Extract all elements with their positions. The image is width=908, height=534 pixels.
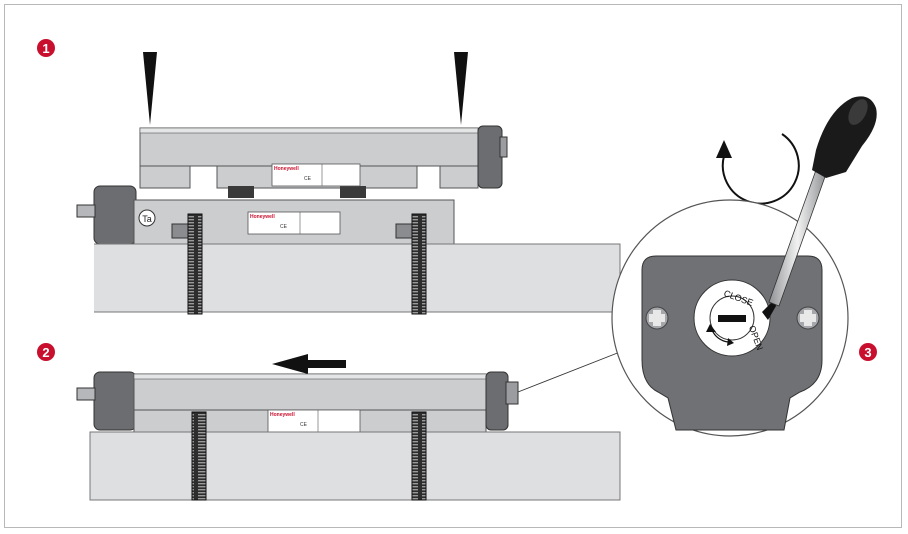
upper-brand-label: Honeywell (274, 166, 299, 172)
step-1-badge: 1 (37, 39, 55, 57)
lower-nameplate: Honeywell CE (247, 211, 341, 235)
slid-transducer: Honeywell CE (76, 371, 519, 433)
left-screw-icon (645, 306, 669, 330)
step-3-number: 3 (864, 345, 871, 360)
lower-brand-label: Honeywell (250, 214, 275, 220)
press-down-arrow-left (143, 52, 157, 125)
slid-ce-mark: CE (300, 422, 308, 428)
strap-left-step-2 (191, 411, 207, 501)
step-2-badge: 2 (37, 343, 55, 361)
slid-brand-label: Honeywell (270, 412, 295, 418)
lower-ce-mark: CE (280, 224, 288, 230)
lower-tag-label: Ta (142, 214, 152, 224)
detail-circle: CLOSE OPEN (611, 199, 849, 437)
screwdriver (762, 96, 877, 320)
lower-transducer: Ta Honeywell CE (76, 185, 455, 245)
strap-right-step-1 (411, 213, 427, 315)
lower-tag-circle: Ta (138, 209, 156, 227)
pipe-step-2 (89, 431, 621, 501)
rotation-arrow (716, 133, 800, 205)
press-down-arrow-right (454, 52, 468, 125)
upper-transducer: Honeywell CE (139, 125, 508, 198)
lock-dial: CLOSE OPEN (693, 279, 771, 357)
upper-ce-mark: CE (304, 176, 312, 182)
strap-left-step-1 (187, 213, 203, 315)
step-3-badge: 3 (859, 343, 877, 361)
pipe-step-1 (88, 242, 621, 314)
upper-nameplate: Honeywell CE (271, 163, 361, 187)
step-2-number: 2 (42, 345, 49, 360)
slide-left-arrow (272, 354, 346, 374)
right-screw-icon (796, 306, 820, 330)
lock-slot (718, 315, 746, 322)
strap-right-step-2 (411, 411, 427, 501)
detail-leader-line (517, 351, 621, 393)
step-1-number: 1 (42, 41, 49, 56)
slid-nameplate: Honeywell CE (267, 409, 361, 433)
